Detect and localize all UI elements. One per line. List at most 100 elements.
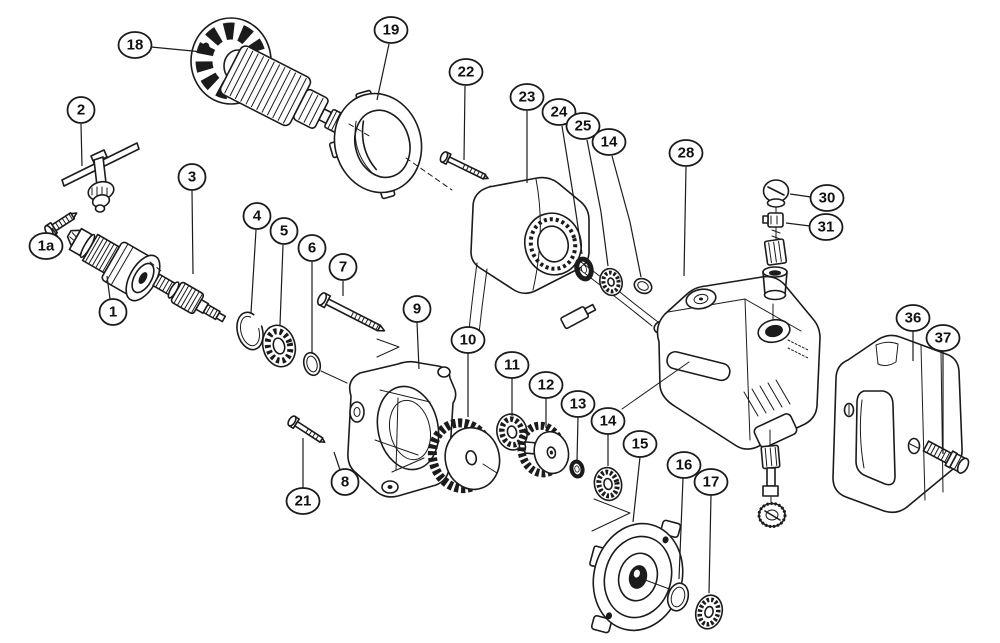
balloon-number: 9 — [413, 301, 421, 318]
part-bearing-14-lower — [593, 466, 623, 502]
balloon-number: 22 — [458, 64, 475, 81]
balloon-number: 17 — [703, 474, 720, 491]
balloon-number: 11 — [504, 357, 520, 374]
balloon-circle — [450, 326, 486, 354]
part-bearing-cover — [589, 519, 684, 634]
callout-13: 13 — [560, 390, 596, 462]
balloon-circle — [622, 430, 658, 458]
balloon-circle — [693, 468, 729, 496]
balloon-circle — [591, 128, 627, 156]
callout-11: 11 — [494, 351, 530, 416]
assembly-chevron-15 — [591, 498, 631, 532]
balloon-number: 5 — [280, 223, 288, 240]
balloon-circle — [509, 83, 545, 111]
balloon-number: 8 — [341, 474, 349, 491]
balloon-circle — [328, 253, 358, 281]
part-brush-holder-lower — [760, 429, 781, 505]
leader-line — [632, 456, 641, 523]
assembly-axis-baffle — [405, 157, 453, 191]
balloon-circle — [242, 202, 272, 230]
leader-line — [586, 139, 609, 267]
balloon-number: 3 — [188, 169, 196, 186]
leader-line — [463, 85, 466, 161]
callout-16: 16 — [666, 451, 702, 580]
leader-line — [561, 125, 583, 255]
leader-line — [611, 155, 642, 278]
balloon-number: 16 — [676, 457, 693, 474]
balloon-circle — [285, 487, 321, 515]
leader-line — [150, 46, 204, 53]
balloon-number: 36 — [905, 310, 922, 327]
balloon-number: 30 — [819, 190, 836, 207]
balloon-circle — [117, 31, 153, 59]
balloon-circle — [666, 451, 702, 479]
part-ring-14-upper — [633, 277, 653, 295]
balloon-circle — [269, 217, 299, 245]
callout-12: 12 — [528, 371, 564, 428]
balloon-circle — [177, 163, 207, 191]
balloon-number: 19 — [383, 22, 400, 39]
assembly-axis-chuck-spindle — [149, 261, 162, 272]
leader-line — [279, 244, 284, 326]
balloon-circle — [28, 232, 64, 260]
balloon-number: 1 — [109, 304, 117, 321]
leader-line — [785, 222, 811, 227]
part-handle-cover — [832, 334, 963, 514]
part-washer-24 — [574, 256, 594, 282]
leader-line — [376, 43, 390, 101]
callout-15: 15 — [622, 430, 658, 523]
part-bearing-17 — [694, 594, 724, 630]
callout-1a: 1a — [28, 227, 64, 260]
leader-line — [80, 123, 83, 167]
part-armature-assembly — [190, 17, 363, 135]
balloon-number: 12 — [538, 377, 555, 394]
balloon-number: 15 — [632, 436, 649, 453]
callout-1: 1 — [98, 275, 128, 326]
part-brush-cap-30 — [762, 179, 790, 208]
part-screw-7 — [316, 292, 386, 332]
balloon-number: 18 — [127, 37, 144, 54]
balloon-number: 6 — [308, 240, 316, 257]
leader-line — [250, 229, 257, 314]
part-brush-holder-31 — [762, 206, 788, 301]
callout-37: 37 — [925, 324, 961, 454]
balloon-circle — [541, 98, 577, 126]
balloon-number: 28 — [678, 145, 695, 162]
balloon-number: 4 — [253, 208, 262, 225]
part-bolt-37 — [922, 440, 970, 474]
part-gear-housing — [347, 360, 457, 498]
balloon-number: 13 — [570, 396, 587, 413]
balloon-circle — [66, 96, 96, 124]
assembly-chevron-7 — [376, 338, 400, 358]
part-chuck-key — [61, 142, 140, 213]
balloon-circle — [808, 213, 844, 241]
callout-8: 8 — [330, 451, 360, 496]
balloon-circle — [448, 58, 484, 86]
part-baffle-plate — [328, 89, 423, 200]
assembly-line-15 — [639, 577, 673, 591]
part-motor-housing — [621, 275, 821, 450]
balloon-number: 25 — [575, 118, 592, 135]
part-bearing-5 — [261, 324, 297, 368]
balloon-circle — [297, 234, 327, 262]
callout-balloons: 1821a13456719222324251428303136379101112… — [28, 16, 961, 594]
leader-line — [683, 166, 687, 277]
part-spindle — [152, 273, 227, 323]
leader-line — [191, 190, 194, 275]
leader-line — [333, 451, 341, 471]
leader-line — [678, 477, 684, 580]
part-bearing-25 — [599, 267, 623, 297]
callout-18: 18 — [117, 31, 204, 59]
leader-line — [576, 416, 579, 462]
callout-23: 23 — [509, 83, 545, 183]
callout-22: 22 — [448, 58, 484, 161]
part-screw-21 — [287, 415, 326, 444]
callout-17: 17 — [693, 468, 729, 594]
balloon-number: 23 — [519, 89, 536, 106]
balloon-number: 14 — [601, 134, 618, 151]
balloon-circle — [809, 184, 845, 212]
part-retaining-ring — [236, 311, 264, 351]
balloon-number: 24 — [551, 104, 568, 121]
callout-31: 31 — [785, 213, 844, 241]
leader-line — [789, 193, 812, 198]
